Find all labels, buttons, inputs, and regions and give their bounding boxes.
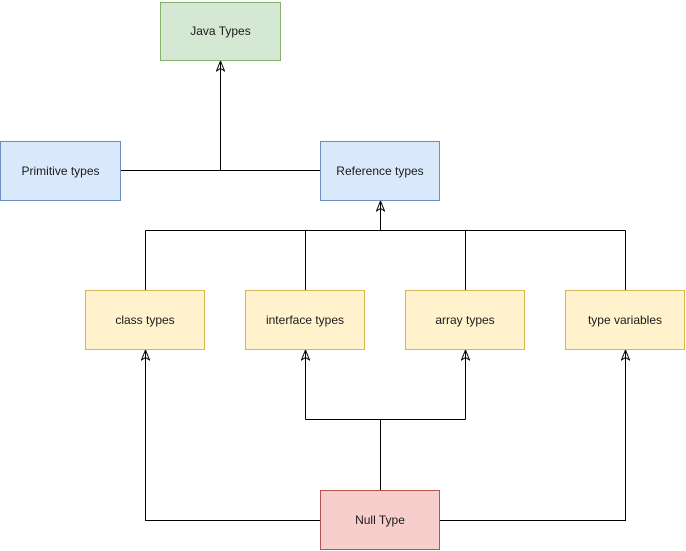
node-reference-types[interactable]: Reference types <box>320 141 440 201</box>
node-java-types[interactable]: Java Types <box>160 2 281 61</box>
node-type-variables-label: type variables <box>587 312 663 327</box>
node-array-types[interactable]: array types <box>405 290 525 350</box>
node-reference-types-label: Reference types <box>336 163 424 178</box>
node-interface-types-label: interface types <box>265 312 345 327</box>
node-interface-types[interactable]: interface types <box>245 290 365 350</box>
node-null-type-label: Null Type <box>355 512 405 527</box>
node-type-variables[interactable]: type variables <box>565 290 685 350</box>
node-class-types-label: class types <box>115 312 175 327</box>
edge-null-to-type-variables <box>440 350 626 521</box>
node-java-types-label: Java Types <box>190 24 251 39</box>
node-array-types-label: array types <box>435 312 495 327</box>
node-null-type[interactable]: Null Type <box>320 490 440 550</box>
node-primitive-types-label: Primitive types <box>21 163 100 178</box>
edge-null-to-class-types <box>146 350 320 521</box>
node-class-types[interactable]: class types <box>85 290 205 350</box>
node-primitive-types[interactable]: Primitive types <box>0 141 121 201</box>
